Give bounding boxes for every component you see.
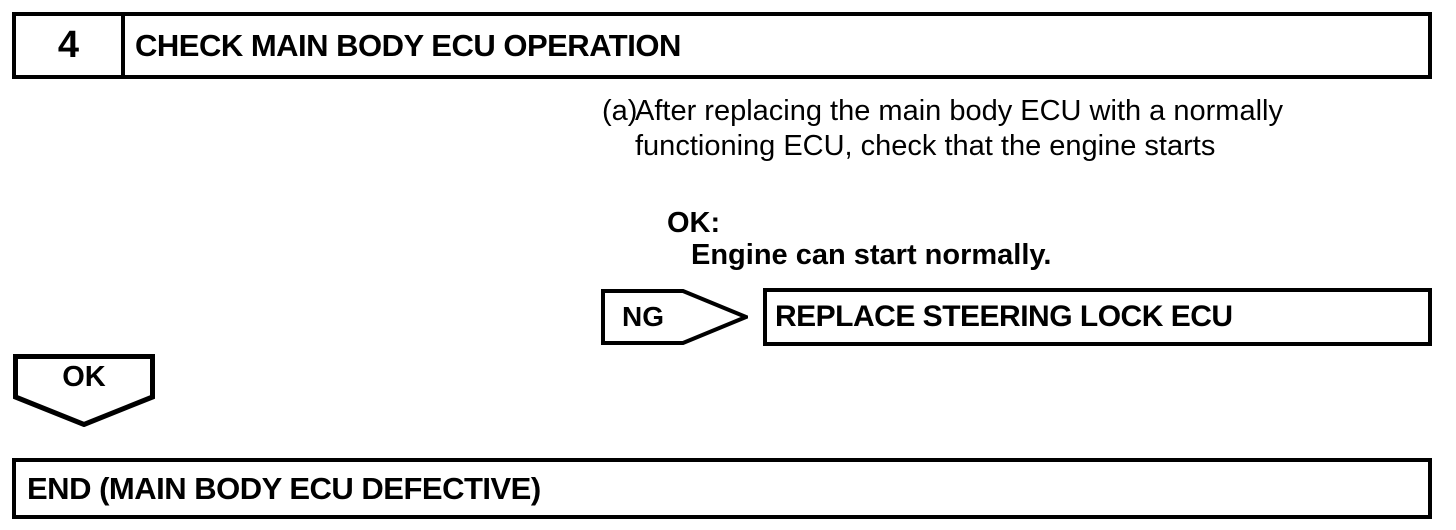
- ng-arrow-label: NG: [622, 301, 664, 332]
- ok-arrow-shape: [13, 354, 155, 427]
- end-result-box: END (MAIN BODY ECU DEFECTIVE): [12, 458, 1432, 519]
- ng-arrow-pentagon: [601, 289, 748, 345]
- ng-action-box: REPLACE STEERING LOCK ECU: [763, 288, 1432, 346]
- step-title: CHECK MAIN BODY ECU OPERATION: [135, 27, 681, 63]
- instruction-marker: (a): [602, 95, 638, 127]
- instruction-line-1: After replacing the main body ECU with a…: [635, 95, 1283, 127]
- ok-criteria-text: Engine can start normally.: [691, 239, 1052, 271]
- ok-criteria-heading: OK:: [667, 207, 721, 239]
- end-result-text: END (MAIN BODY ECU DEFECTIVE): [27, 470, 541, 506]
- instruction-text: After replacing the main body ECU with a…: [635, 94, 1283, 164]
- ng-arrow-shape: [601, 289, 748, 345]
- ng-action-text: REPLACE STEERING LOCK ECU: [775, 300, 1233, 333]
- instruction-line-2: functioning ECU, check that the engine s…: [635, 130, 1216, 162]
- step-header-box: 4 CHECK MAIN BODY ECU OPERATION: [12, 12, 1432, 79]
- ok-arrow: OK: [13, 354, 155, 427]
- ng-arrow: NG: [601, 289, 748, 345]
- ok-arrow-label: OK: [62, 360, 106, 393]
- step-number: 4: [16, 16, 125, 75]
- ok-arrow-pentagon: [13, 354, 155, 427]
